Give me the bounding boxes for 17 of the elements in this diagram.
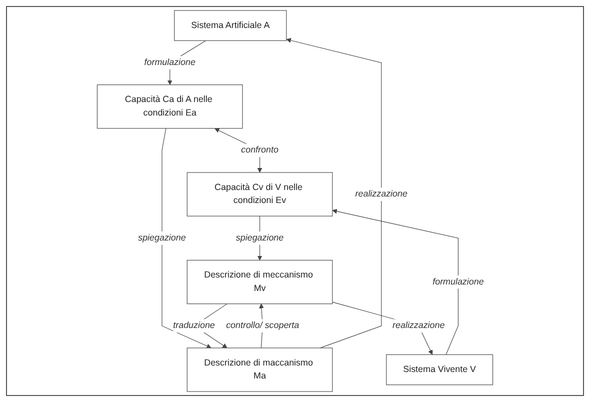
edge-label: realizzazione <box>392 320 445 330</box>
node-box: Capacità Ca di A nelle condizioni Ea <box>96 84 243 129</box>
edge-label: formulazione <box>144 58 196 68</box>
edge-label: traduzione <box>173 320 215 330</box>
node-box: Sistema Artificiale A <box>174 10 287 41</box>
node-box: Descrizione di maccanismo Ma <box>186 348 333 392</box>
edge-label: formulazione <box>432 276 484 286</box>
edge-label: spiegazione <box>138 233 186 243</box>
arrow <box>286 38 382 348</box>
edge-label: controllo/ scoperta <box>226 320 300 330</box>
node-box: Sistema Vivente V <box>386 354 494 386</box>
arrow <box>162 128 212 348</box>
edge-label: realizzazione <box>355 189 408 199</box>
edge-label: confronto <box>241 145 278 155</box>
node-box: Capacità Cv di V nelle condizioni Ev <box>186 172 333 216</box>
edge-label: spiegazione <box>236 233 284 243</box>
node-box: Descrizione di meccanismo Mv <box>186 260 333 304</box>
